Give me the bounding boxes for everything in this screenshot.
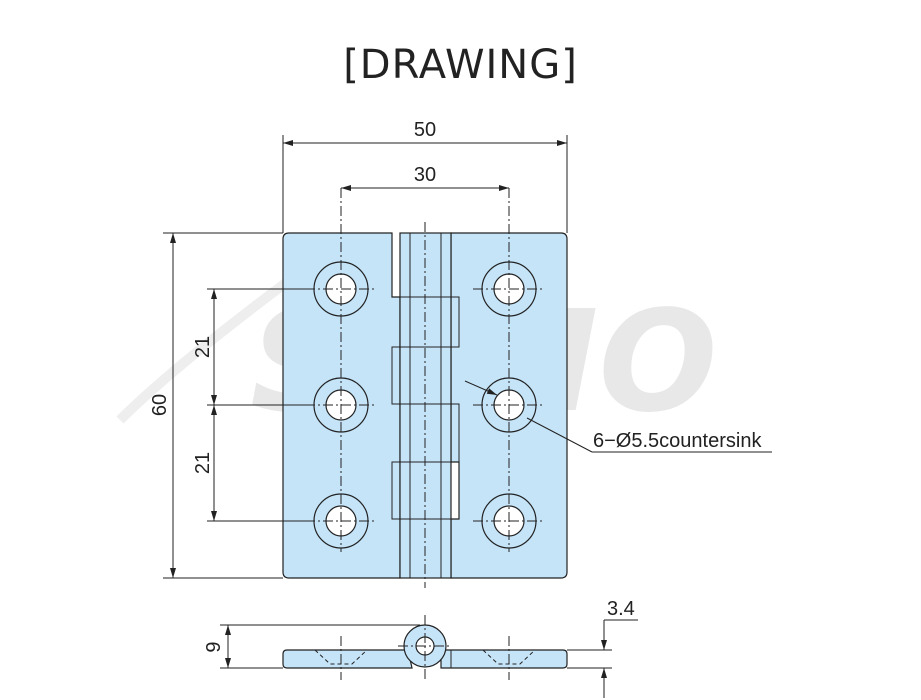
dimension-label-60: 60 <box>149 394 171 416</box>
hole-centerlines <box>305 188 545 552</box>
dimension-label-21-upper: 21 <box>192 336 214 358</box>
dimension-label-30: 30 <box>414 164 436 186</box>
dimension-label-21-lower: 21 <box>192 452 214 474</box>
hinge-side-view <box>282 615 568 680</box>
dimension-overall-height: 60 <box>149 232 283 579</box>
hole-callout-label: 6−Ø5.5countersink <box>593 430 762 452</box>
dimension-label-3.4: 3.4 <box>607 598 635 620</box>
dimension-hole-pitch: 21 21 <box>192 288 305 522</box>
dimension-hole-spacing: 30 <box>341 164 509 191</box>
side-right-leaf <box>440 649 568 669</box>
page-title: [DRAWING] <box>343 42 578 88</box>
dimension-label-9: 9 <box>203 641 225 652</box>
hole-callout: 6−Ø5.5countersink <box>464 380 772 453</box>
dimension-thickness: 3.4 <box>567 598 638 698</box>
dimension-label-50: 50 <box>414 119 436 141</box>
side-left-leaf <box>282 649 413 669</box>
dimension-side-height: 9 <box>203 624 420 669</box>
hinge-top-view <box>282 188 568 588</box>
dimension-overall-width: 50 <box>282 119 568 233</box>
